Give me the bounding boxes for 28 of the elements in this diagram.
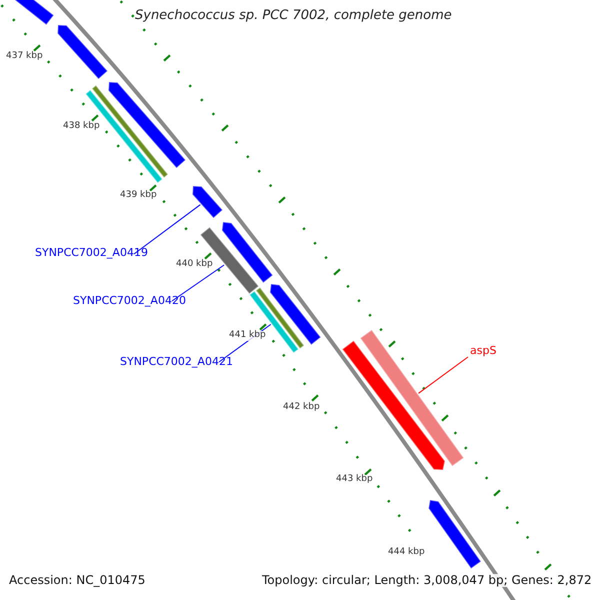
scale-label: 444 kbp bbox=[388, 548, 425, 558]
leader-line bbox=[418, 356, 468, 394]
gene-feature bbox=[359, 328, 465, 468]
gene-feature bbox=[269, 283, 322, 346]
scale-label: 443 kbp bbox=[336, 475, 373, 485]
gene-feature bbox=[341, 340, 446, 471]
gene-feature bbox=[248, 290, 300, 354]
genome-info-text: Topology: circular; Length: 3,008,047 bp; Genes: 2,872 bbox=[262, 574, 592, 588]
gene-feature bbox=[428, 499, 482, 570]
gene-feature bbox=[84, 89, 164, 184]
gene-label: SYNPCC7002_A0419 bbox=[35, 247, 148, 260]
map-title: Synechococcus sp. PCC 7002, complete genome bbox=[135, 9, 452, 24]
scale-label: 437 kbp bbox=[6, 52, 43, 62]
gene-label: aspS bbox=[470, 345, 496, 358]
scale-label: 440 kbp bbox=[176, 260, 213, 270]
scale-label: 438 kbp bbox=[63, 122, 100, 132]
gene-feature bbox=[192, 185, 224, 220]
leader-line bbox=[134, 204, 201, 254]
gene-feature bbox=[221, 221, 274, 284]
scale-label: 439 kbp bbox=[120, 191, 157, 201]
scale-label: 441 kbp bbox=[229, 331, 266, 341]
gene-feature bbox=[56, 24, 109, 80]
leader-line bbox=[172, 264, 225, 302]
scale-label: 442 kbp bbox=[283, 403, 320, 413]
accession-text: Accession: NC_010475 bbox=[9, 574, 146, 588]
gene-feature bbox=[108, 81, 187, 170]
gene-label: SYNPCC7002_A0421 bbox=[120, 356, 233, 368]
gene-label: SYNPCC7002_A0420 bbox=[73, 295, 186, 308]
